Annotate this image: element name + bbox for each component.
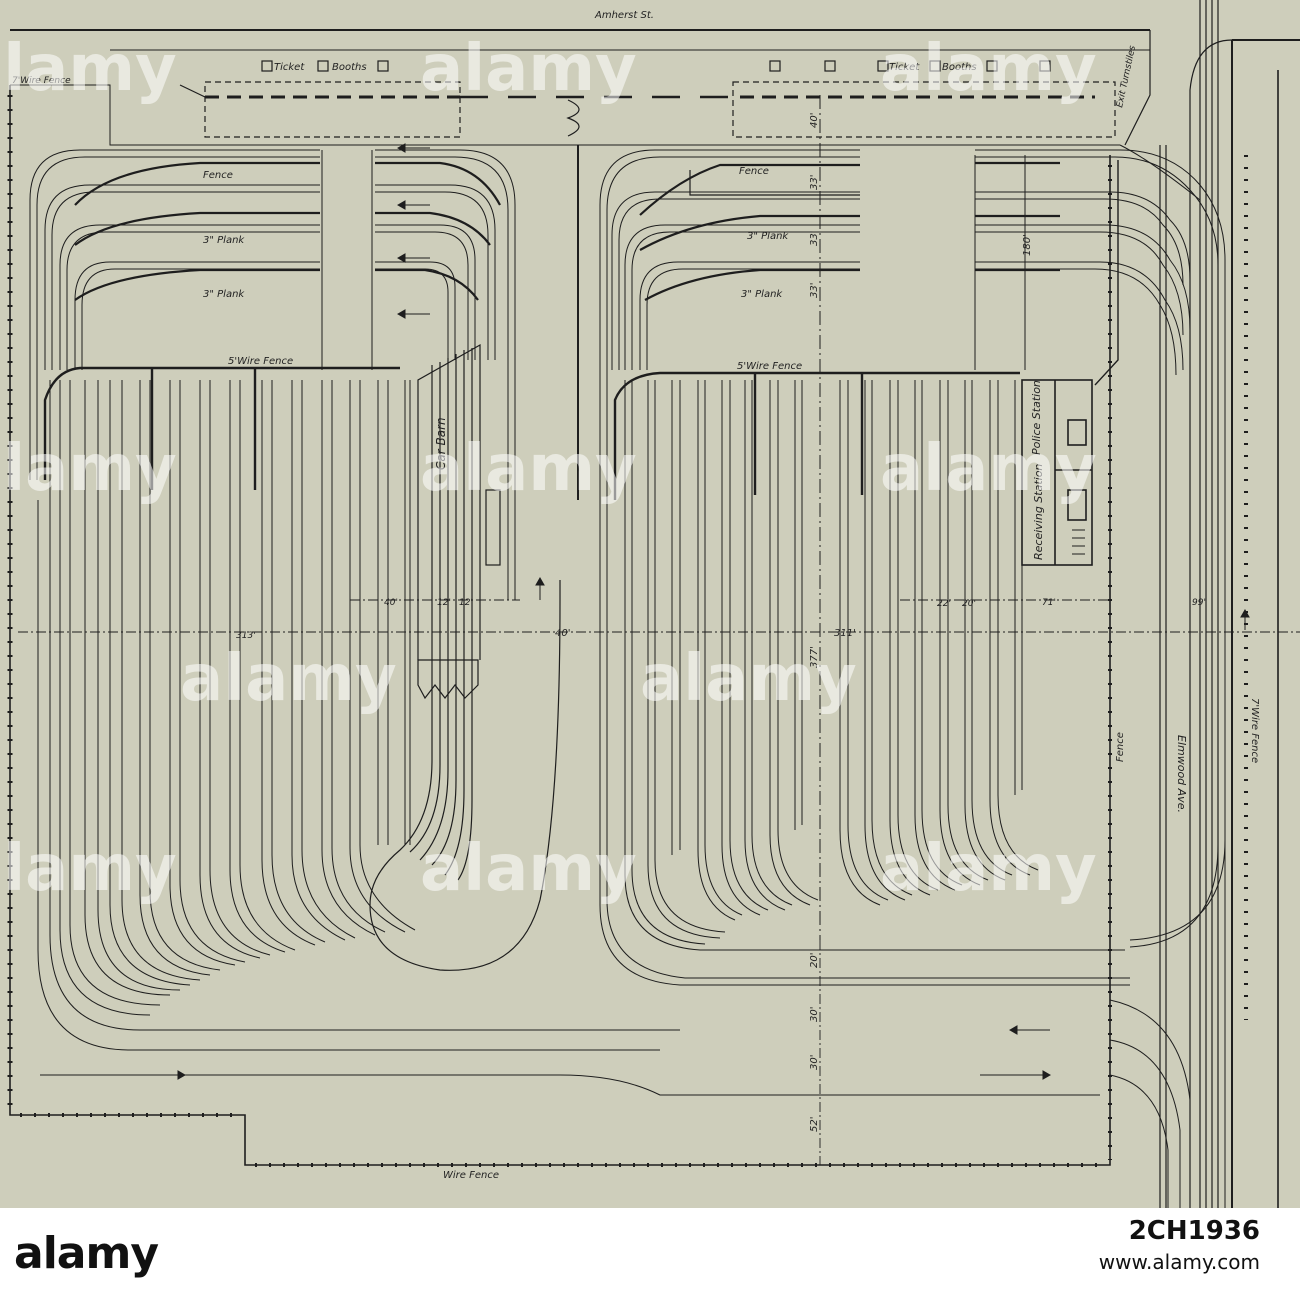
watermark-layer: alamy alamy alamy alamy alamy alamy alam… [0, 32, 1097, 906]
image-id: 2CH1936 [1128, 1216, 1260, 1246]
dim-71: 71' [1042, 598, 1056, 608]
dim-180: 180' [1022, 234, 1033, 256]
watermark-text: alamy [880, 32, 1097, 106]
car-barn [369, 343, 561, 971]
dim-40-center: 40' [555, 628, 570, 639]
booths-label-left: Booths [332, 62, 367, 73]
dim-40-barn: 40' [384, 598, 398, 608]
watermark-text: alamy [180, 642, 397, 716]
watermark-text: alamy [420, 432, 637, 506]
dim-33-c: 33' [809, 283, 820, 298]
fence-right-label: 7'Wire Fence [1249, 698, 1260, 763]
plan-labels: Amherst St. Elmwood Ave. 7'Wire Fence 7'… [12, 10, 1260, 1181]
watermark-text: alamy [420, 32, 637, 106]
booths-label-right: Booths [942, 62, 977, 73]
dim-22: 22' [937, 599, 951, 609]
plank-label-b: 3" Plank [203, 289, 245, 300]
yard-boundary [7, 29, 1151, 1167]
plank-label-a: 3" Plank [203, 235, 245, 246]
alamy-logo: alamy [14, 1228, 159, 1279]
ticket-label-left: Ticket [274, 62, 305, 73]
receiving-station-label: Receiving Station [1032, 464, 1045, 560]
five-wire-fence-left-label: 5'Wire Fence [228, 356, 293, 367]
fence-loop-right-label: Fence [739, 166, 769, 177]
five-foot-wire-fences [43, 366, 1020, 500]
exit-turnstiles-label: Exit Turnstiles [1115, 45, 1138, 109]
dim-20-b: 20' [809, 953, 820, 968]
loop-tracks-left [29, 149, 516, 600]
dim-99: 99' [1192, 598, 1206, 608]
ticket-booth-row [179, 60, 1116, 138]
five-wire-fence-right-label: 5'Wire Fence [737, 361, 802, 372]
dim-313: 313' [236, 631, 256, 641]
stock-footer-bar [0, 1208, 1300, 1297]
watermark-text: alamy [0, 432, 177, 506]
dim-12-a: 12' [437, 598, 451, 608]
fence-east-label: Fence [1115, 732, 1126, 762]
dim-311: 311' [834, 628, 856, 639]
police-station-label: Police Station [1030, 380, 1043, 455]
watermark-text: alamy [0, 832, 177, 906]
dim-30-b: 30' [809, 1055, 820, 1070]
plank-fences [74, 160, 1119, 386]
ticket-label-right: Ticket [889, 62, 920, 73]
street-lines [1159, 0, 1300, 1208]
footer-url: www.alamy.com [1098, 1250, 1260, 1274]
dim-40-top: 40' [809, 113, 820, 128]
dim-12-b: 12' [459, 598, 473, 608]
dim-33-a: 33' [809, 175, 820, 190]
dim-30-a: 30' [809, 1007, 820, 1022]
loop-tracks-right [599, 144, 1226, 1208]
car-barn-label: Car Barn [434, 417, 448, 470]
fence-loop-left-label: Fence [203, 170, 233, 181]
yard-plan-drawing: Amherst St. Elmwood Ave. 7'Wire Fence 7'… [0, 0, 1300, 1208]
street-right-label: Elmwood Ave. [1175, 735, 1188, 813]
plank-label-d: 3" Plank [741, 289, 783, 300]
dim-33-b: 33' [809, 231, 820, 246]
fence-top-left-label: 7'Wire Fence [12, 76, 71, 86]
watermark-text: alamy [880, 832, 1097, 906]
storage-tracks-left [37, 380, 1100, 1096]
dimension-lines [18, 599, 1300, 1165]
direction-arrows [120, 143, 1250, 1080]
image-id-block: 2CH1936 www.alamy.com [1099, 1216, 1260, 1274]
watermark-text: alamy [0, 32, 177, 106]
divider-lines [321, 95, 1026, 940]
fence-bottom-label: Wire Fence [443, 1170, 499, 1181]
dim-20-a: 20' [962, 599, 976, 609]
watermark-text: alamy [420, 832, 637, 906]
dim-52: 52' [809, 1117, 820, 1132]
dim-377: 377' [809, 646, 820, 668]
watermark-text: alamy [880, 432, 1097, 506]
watermark-text: alamy [640, 642, 857, 716]
plank-label-c: 3" Plank [747, 231, 789, 242]
station-buildings [1021, 379, 1093, 566]
street-top-label: Amherst St. [594, 10, 654, 21]
